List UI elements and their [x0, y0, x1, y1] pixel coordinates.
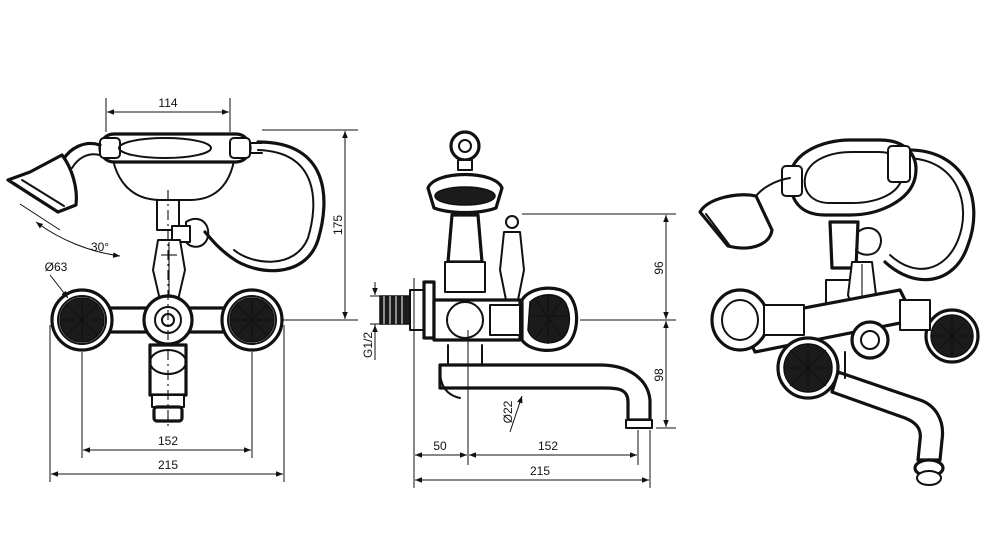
iso-spout	[830, 370, 945, 462]
side-overall: 215	[530, 464, 550, 478]
front-left-handle	[50, 288, 114, 352]
side-upper-height: 96	[652, 261, 666, 275]
front-hose	[203, 140, 326, 273]
side-spout-diameter: Ø22	[501, 400, 515, 423]
side-wall-offset: 50	[433, 439, 447, 453]
front-handset-width: 114	[158, 96, 177, 110]
iso-left-knob	[776, 336, 840, 400]
front-view: 114 175 30° Ø63 152 215	[6, 96, 358, 482]
front-right-handle	[220, 288, 284, 352]
iso-showerhead	[698, 193, 774, 250]
side-view: 50 152 215 96 98 G1/2 Ø22	[361, 130, 676, 488]
iso-right-knob	[899, 299, 980, 364]
iso-rear-handle	[710, 288, 805, 352]
front-angle: 30°	[91, 240, 109, 254]
side-lower-height: 98	[652, 368, 666, 382]
iso-hose	[883, 148, 976, 282]
side-spout	[438, 363, 652, 422]
side-spout-reach: 152	[538, 439, 558, 453]
side-hanger	[449, 130, 481, 162]
front-handle-diameter: Ø63	[45, 260, 68, 274]
side-column	[446, 213, 484, 264]
isometric-view	[698, 138, 980, 486]
side-wall-thread	[379, 280, 436, 340]
front-height: 175	[331, 215, 345, 235]
front-showerhead	[6, 153, 78, 214]
side-lever	[499, 231, 525, 301]
side-thread: G1/2	[361, 332, 375, 358]
front-overall: 215	[158, 458, 178, 472]
front-centers: 152	[158, 434, 178, 448]
side-handle	[520, 286, 579, 352]
